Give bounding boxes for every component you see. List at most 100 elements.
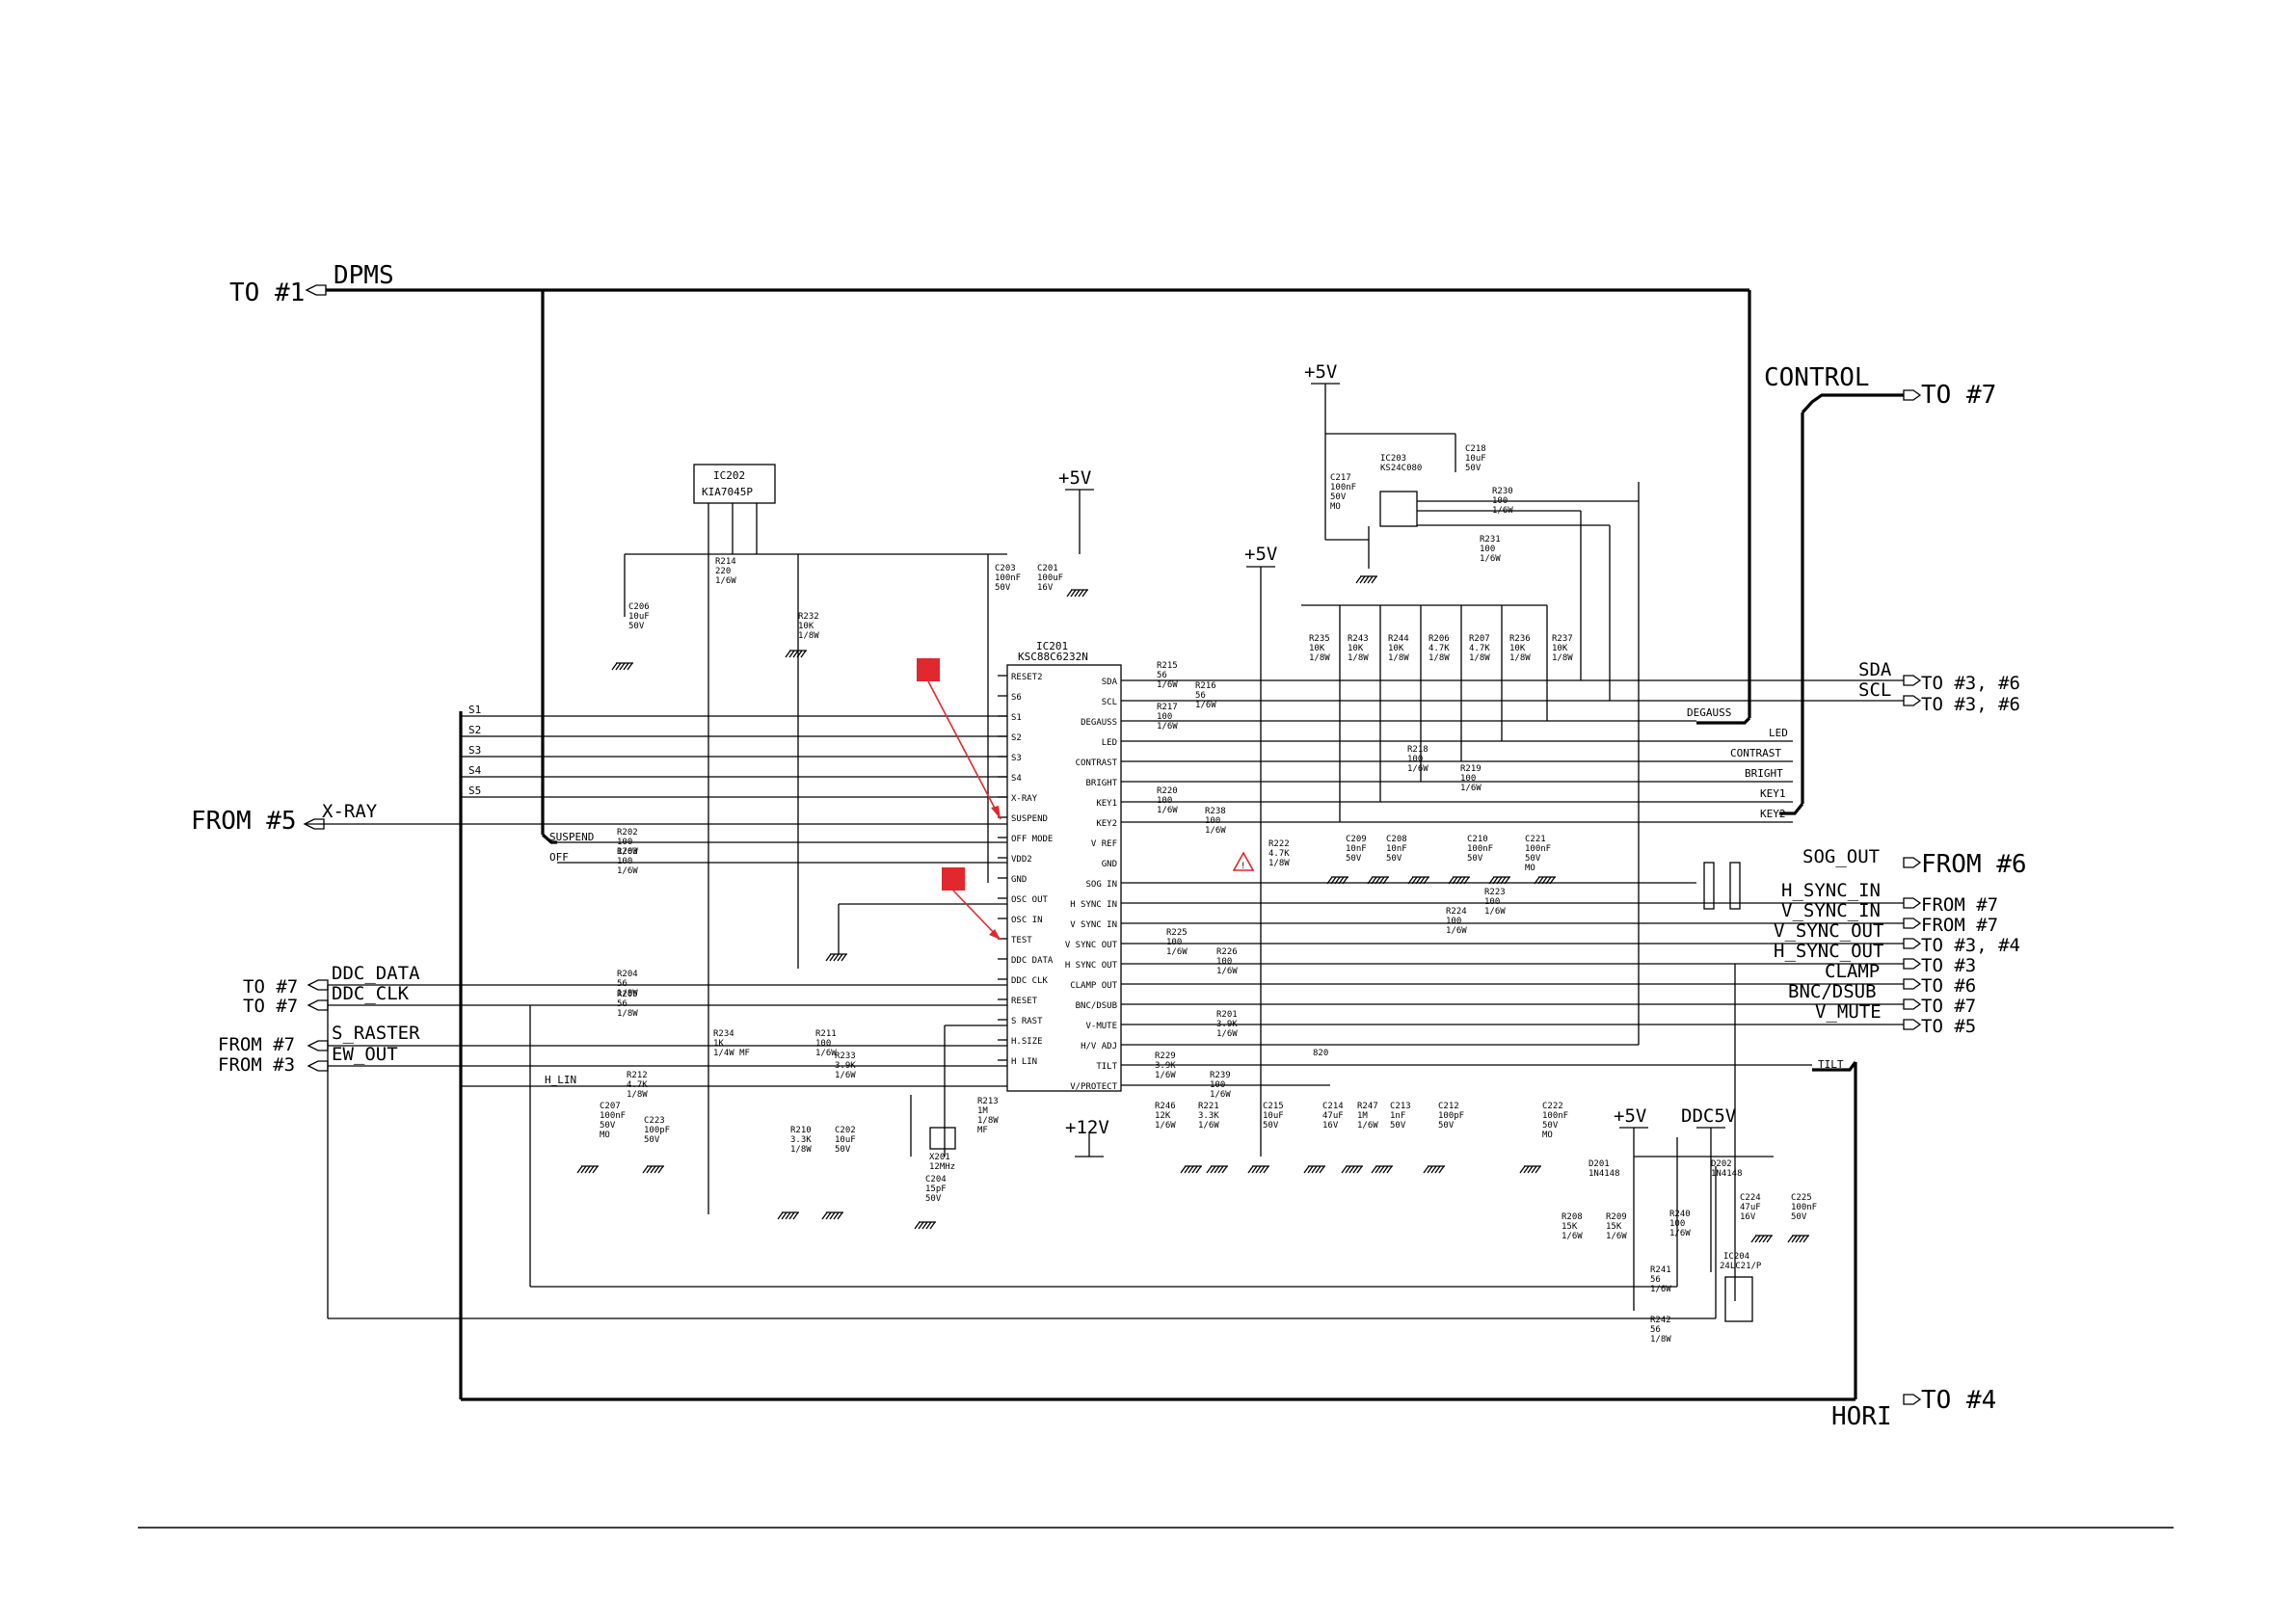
- component-ref: R204: [617, 970, 638, 979]
- component-rating: 1/6W: [1216, 967, 1238, 976]
- component-ref: R231: [1480, 535, 1501, 545]
- ground-hatch: [1758, 1235, 1765, 1243]
- component-ref: R221: [1198, 1102, 1219, 1111]
- component-ref: C213: [1390, 1102, 1411, 1111]
- component-rating: 1/6W: [1480, 554, 1501, 564]
- component-rating: 1/6W: [1357, 1121, 1378, 1131]
- ground-hatch: [1459, 876, 1466, 885]
- component-ref: D202: [1711, 1159, 1732, 1169]
- ground-hatch: [918, 1221, 924, 1230]
- right-connector-target: TO #6: [1921, 975, 1976, 997]
- supply-12v: +12V: [1065, 1117, 1109, 1138]
- component-ref: R229: [1155, 1051, 1176, 1061]
- component-ref: C203: [995, 564, 1016, 573]
- component-rating: 50V: [835, 1145, 851, 1155]
- component-value: 1M: [977, 1106, 988, 1116]
- ground-hatch: [1348, 1165, 1355, 1174]
- bus-label-bright: BRIGHT: [1745, 767, 1783, 780]
- ground-hatch: [929, 1221, 936, 1230]
- marker-osc: [942, 867, 965, 891]
- ground-hatch: [584, 1165, 591, 1174]
- ic201-right-pin: SDA: [1102, 678, 1118, 687]
- ground-hatch: [642, 1165, 649, 1174]
- ic201-left-pin: TEST: [1011, 936, 1032, 945]
- ground-hatch: [1188, 1165, 1194, 1174]
- component-value: 3.9K: [1155, 1061, 1176, 1071]
- component-value: 100: [1205, 816, 1220, 826]
- right-net-label: CLAMP: [1825, 961, 1880, 982]
- bus-label-contrast: CONTRAST: [1730, 747, 1781, 759]
- ground-hatch: [833, 1211, 840, 1220]
- component-value: 10K: [1348, 644, 1364, 653]
- crystal-body: [929, 1127, 956, 1150]
- ground-hatch: [1371, 876, 1377, 885]
- right-connector-target: TO #3: [1921, 955, 1976, 976]
- ground-hatch: [646, 1165, 653, 1174]
- s-bus-wires: [305, 715, 1007, 1087]
- connector-arrow: [1903, 389, 1922, 401]
- component-value: 100uF: [1037, 573, 1063, 583]
- component-rating: 50V: [1390, 1121, 1406, 1131]
- component-rating: 1/6W: [1166, 947, 1188, 957]
- component-ref: R205: [617, 990, 638, 999]
- ground-hatch: [611, 662, 618, 671]
- ground-hatch: [1315, 1165, 1322, 1174]
- component-value: 100: [1157, 796, 1172, 806]
- ground-hatch: [1078, 589, 1084, 598]
- component-ref: R212: [627, 1071, 648, 1080]
- ic202-body: [693, 464, 776, 504]
- component-rating: 1/8W: [617, 1009, 638, 1019]
- ground-hatch: [1371, 575, 1377, 584]
- component-rating: 1/6W: [1155, 1121, 1176, 1131]
- component-ref: C212: [1438, 1102, 1459, 1111]
- ground-hatch: [1367, 876, 1374, 885]
- ic201-left-pin: RESET: [1011, 997, 1038, 1006]
- component-rating: 1/6W: [1650, 1285, 1671, 1294]
- ground-hatch: [1802, 1235, 1809, 1243]
- component-value: 100: [1484, 897, 1500, 907]
- ic201-left-pin: H LIN: [1011, 1057, 1037, 1067]
- component-rating: 1/6W: [1157, 806, 1178, 815]
- component-ref: R223: [1484, 888, 1506, 897]
- component-value: 220: [715, 567, 731, 576]
- component-rating: 1/6W: [1460, 784, 1482, 793]
- ground-hatch: [1534, 876, 1540, 885]
- component-rating: 1/6W: [1157, 722, 1178, 732]
- component-rating: 1/8W: [1428, 653, 1450, 663]
- ground-hatch: [1535, 1165, 1541, 1174]
- component-value: 3.9K: [1216, 1020, 1238, 1029]
- ic201-left-pin: SUSPEND: [1011, 814, 1048, 824]
- bus-label-tilt: TILT: [1818, 1058, 1844, 1071]
- ic201-right-pin: V SYNC IN: [1070, 920, 1117, 930]
- ic203-ref: IC203: [1380, 454, 1406, 464]
- component-ref: C225: [1791, 1193, 1812, 1203]
- component-ref: R243: [1348, 634, 1369, 644]
- ground-hatch: [781, 1211, 788, 1220]
- component-extra: MO: [1542, 1131, 1553, 1140]
- right-connector-target: TO #7: [1921, 381, 1996, 410]
- ground-symbols: [576, 575, 1809, 1243]
- component-value: 10K: [798, 622, 814, 631]
- component-ref: R239: [1210, 1071, 1231, 1080]
- component-ref: C217: [1330, 473, 1351, 483]
- component-value: 1N4148: [1589, 1169, 1620, 1179]
- component-value: 100nF: [1330, 483, 1356, 492]
- ground-hatch: [1371, 1165, 1377, 1174]
- ground-hatch: [1356, 1165, 1363, 1174]
- net-ddc-data: DDC_DATA: [332, 963, 420, 984]
- ic202-ref: IC202: [713, 469, 745, 482]
- component-value: 100: [1669, 1219, 1685, 1229]
- ground-hatch: [921, 1221, 928, 1230]
- ic201-right-pin: V/PROTECT: [1070, 1082, 1117, 1092]
- ground-hatch: [1382, 876, 1389, 885]
- ground-hatch: [1762, 1235, 1769, 1243]
- cn211-body: [1729, 862, 1741, 910]
- component-ref: R233: [835, 1051, 856, 1061]
- ic202-wires: [624, 503, 1007, 1214]
- ic203-body: [1379, 491, 1418, 527]
- component-ref: R224: [1446, 907, 1467, 917]
- ground-hatch: [1352, 1165, 1359, 1174]
- ground-hatch: [1438, 1165, 1445, 1174]
- connector-arrow: [1903, 857, 1922, 868]
- ic201-left-pin: GND: [1011, 875, 1027, 885]
